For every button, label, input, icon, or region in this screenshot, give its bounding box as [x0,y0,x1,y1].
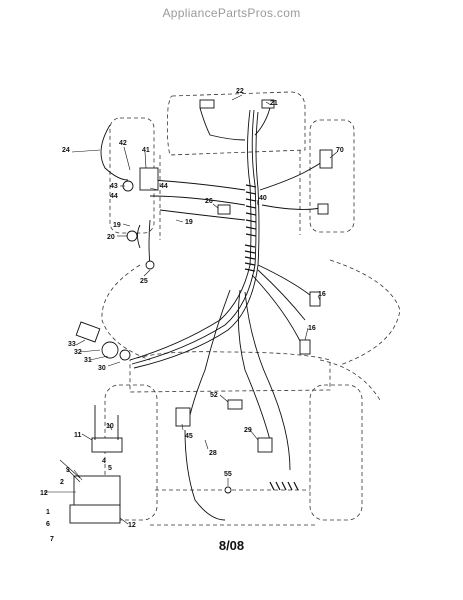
part-label-7: 7 [50,536,54,543]
part-label-25: 25 [140,278,148,285]
part-label-19-right: 19 [185,219,193,226]
switch-20 [126,230,138,242]
harness-wires [100,107,326,521]
part-label-4: 4 [102,458,106,465]
part-labels: 22 21 24 42 41 70 43 44 44 26 40 19 19 2… [40,88,344,543]
battery-tray [69,504,121,524]
leader-lines [44,94,338,525]
battery-box [73,475,121,507]
part-label-45: 45 [185,433,193,440]
part-label-19-left: 19 [113,222,121,229]
connector-26 [217,204,231,215]
fuse-52 [227,399,243,410]
components [69,99,333,524]
ignition-key-30 [119,349,131,361]
switch-45 [175,407,191,427]
wire-coil-lower [244,244,256,272]
battery-hold-11 [91,437,123,453]
switch-41 [139,167,159,191]
part-label-52: 52 [210,392,218,399]
part-label-21: 21 [270,100,278,107]
part-label-24: 24 [62,147,70,154]
part-label-11: 11 [74,432,82,439]
part-label-3: 3 [66,467,70,474]
connector-40 [317,203,329,215]
part-label-12-left: 12 [40,490,48,497]
watermark: AppliancePartsPros.com [162,6,301,20]
solenoid-29 [257,437,273,453]
part-label-16-upper: 16 [318,291,326,298]
connector-70 [319,149,333,169]
date-code: 8/08 [218,538,245,553]
connector-21 [261,99,275,109]
connector-22 [199,99,215,109]
part-label-42: 42 [119,140,127,147]
part-label-1: 1 [46,509,50,516]
part-label-16-lower: 16 [308,325,316,332]
wire-coil-bottom [269,481,299,491]
wire-coil-upper [245,184,257,237]
part-label-6: 6 [46,521,50,528]
bolt-55 [224,486,232,494]
part-label-22: 22 [236,88,244,95]
switch-25 [145,260,155,270]
part-label-70: 70 [336,147,344,154]
part-label-12-right: 12 [128,522,136,529]
part-label-20: 20 [107,234,115,241]
chassis-outline [101,91,401,526]
part-label-43: 43 [110,183,118,190]
part-label-28: 28 [209,450,217,457]
part-label-40: 40 [259,195,267,202]
part-label-30: 30 [98,365,106,372]
part-label-41: 41 [142,147,150,154]
battery-bolts-10 [94,405,119,440]
ignition-plate-33 [75,321,101,343]
ignition-switch-31 [101,341,119,359]
part-label-32: 32 [74,349,82,356]
part-label-29: 29 [244,427,252,434]
part-label-44-right: 44 [160,183,168,190]
part-label-31: 31 [84,357,92,364]
part-label-26: 26 [205,198,213,205]
part-label-33: 33 [68,341,76,348]
connector-16-upper [309,291,321,307]
part-label-10: 10 [106,423,114,430]
part-label-2: 2 [60,479,64,486]
connector-16-lower [299,339,311,355]
part-label-55: 55 [224,471,232,478]
part-label-44-upper: 44 [110,193,118,200]
part-label-5: 5 [108,465,112,472]
